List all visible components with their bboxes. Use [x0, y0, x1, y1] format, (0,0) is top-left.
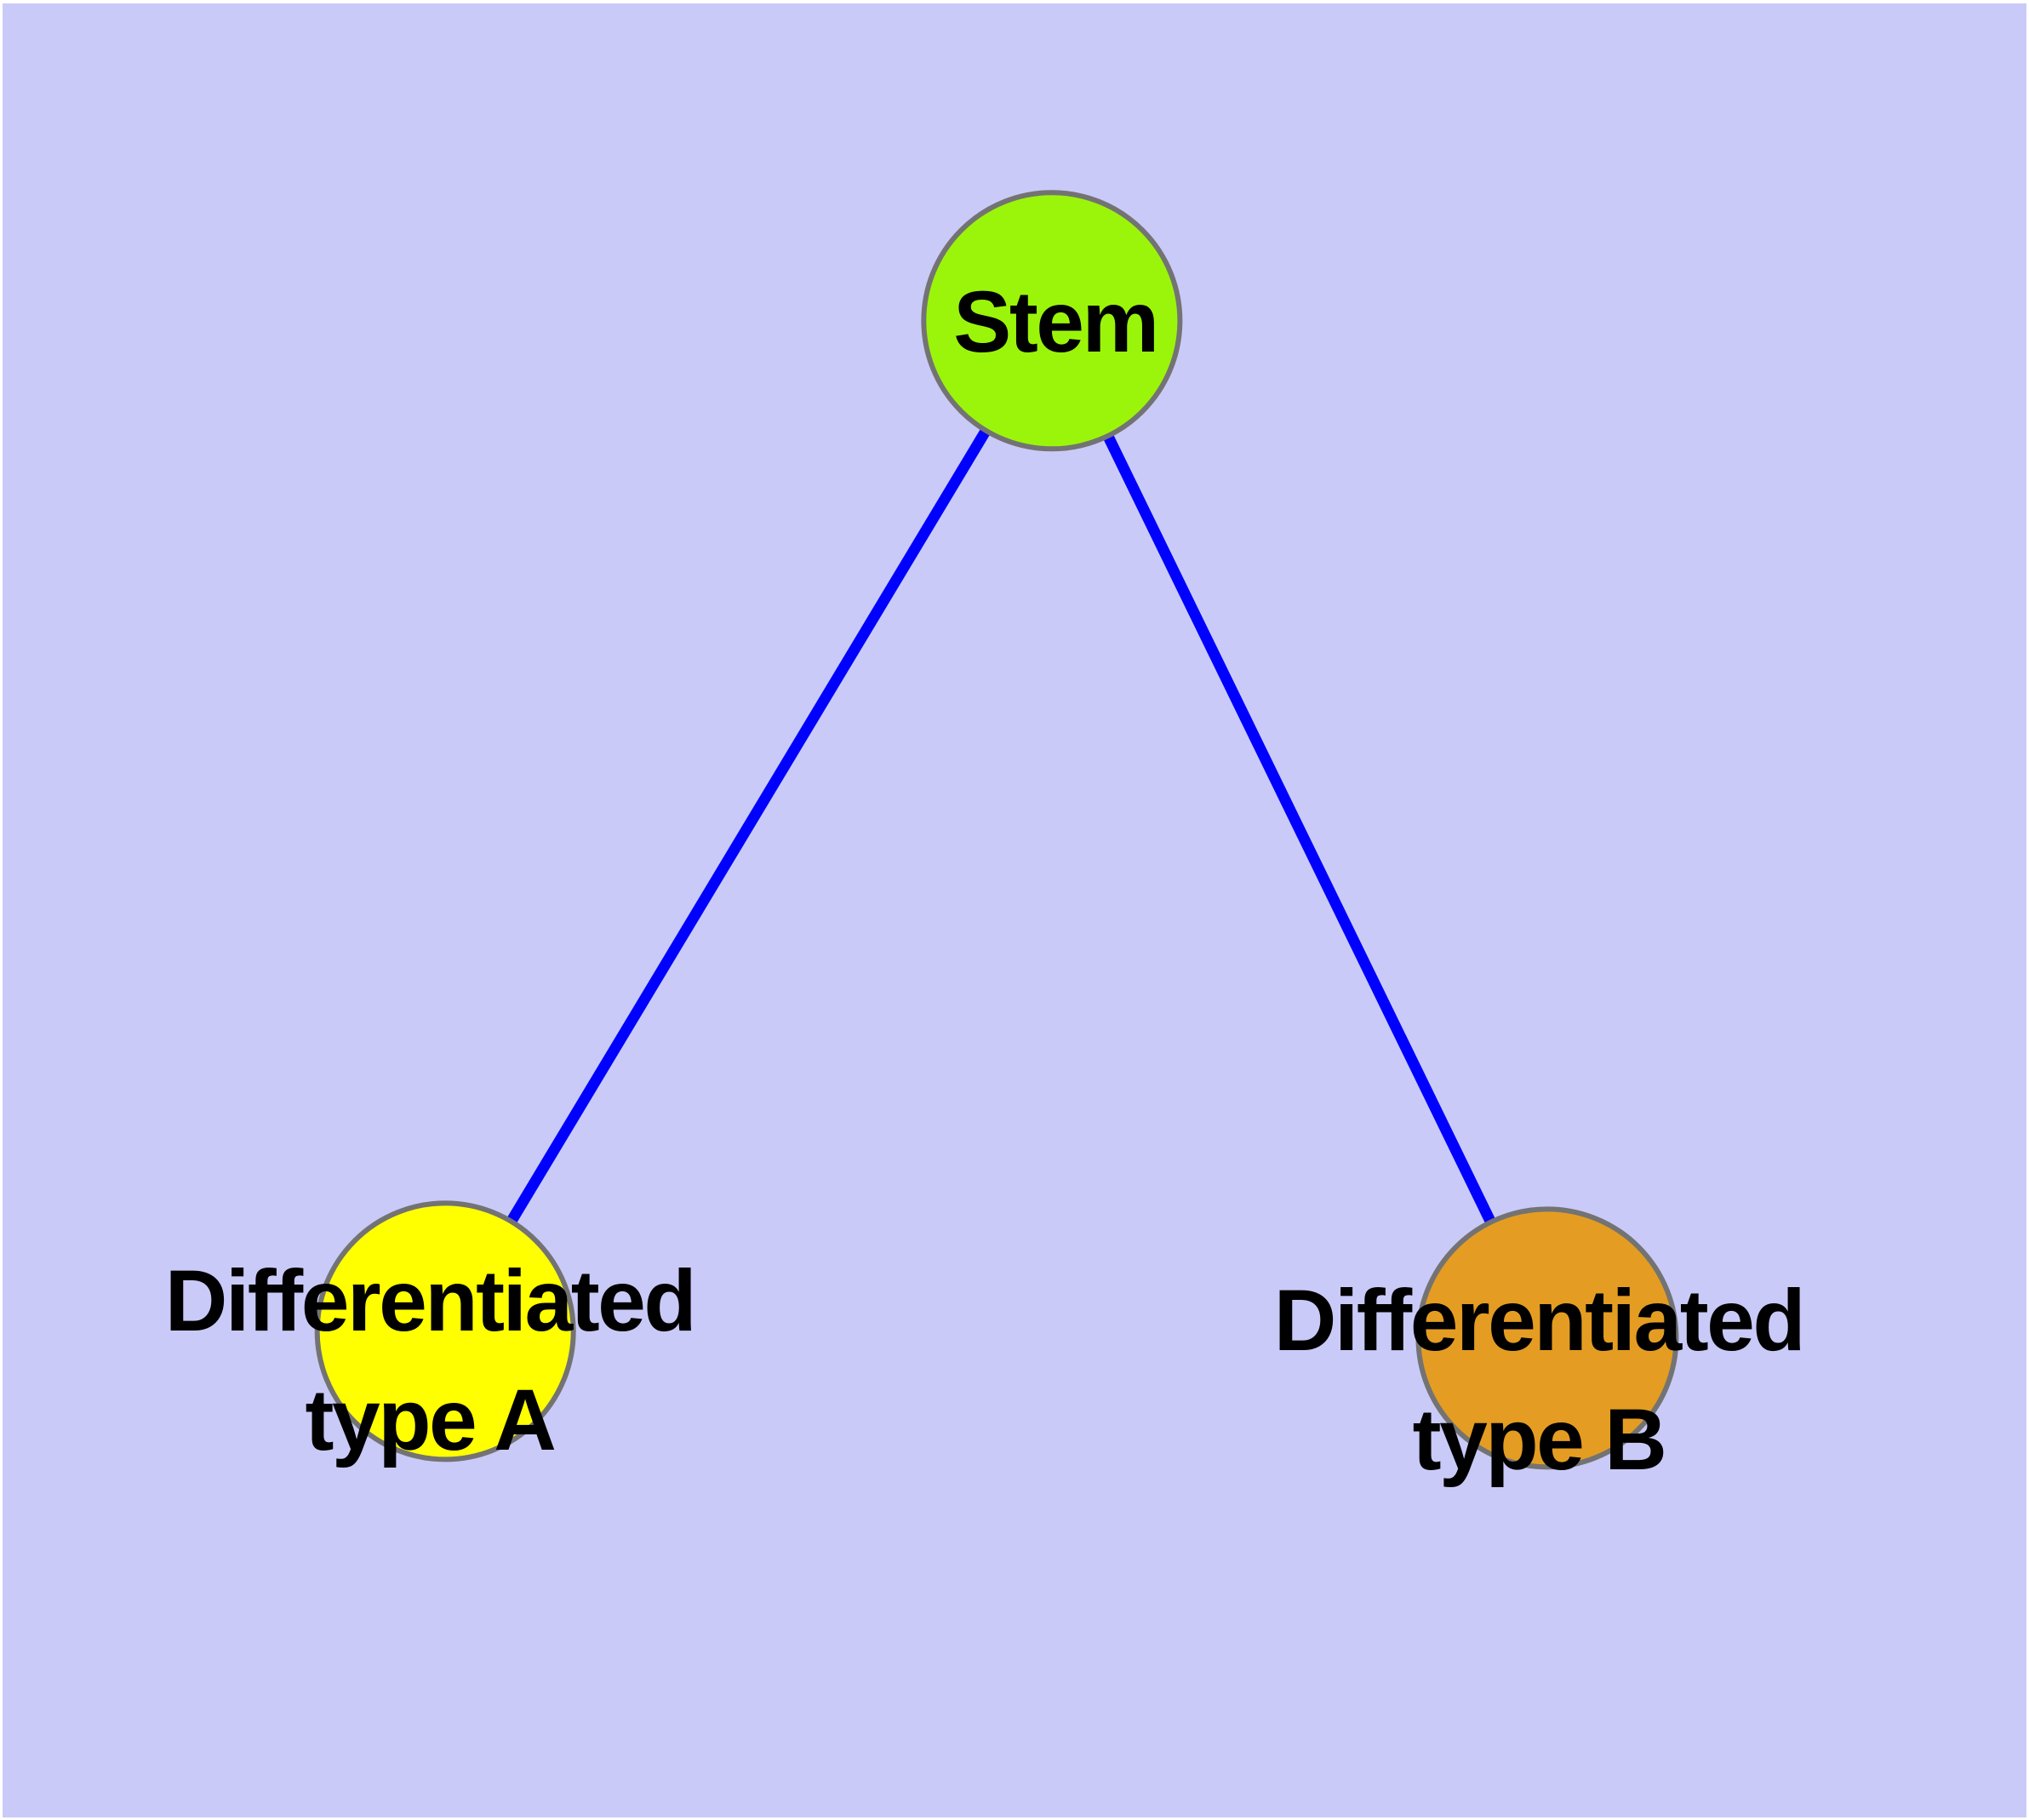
edge-stem-to-type-b [1047, 318, 1552, 1341]
type-a-node-label: Differentiated type A [164, 1241, 697, 1479]
edge-stem-to-type-a [440, 318, 1057, 1335]
stem-node-label-text: Stem [953, 273, 1159, 370]
type-b-node-label-line2: type B [1412, 1391, 1667, 1488]
type-b-node-circle [1415, 1206, 1679, 1470]
stem-node-label: Stem [953, 262, 1159, 381]
type-a-node-label-line2: type A [305, 1371, 557, 1468]
graph-svg [314, 190, 1679, 1470]
diagram-canvas: Stem Differentiated type A Differentiate… [3, 3, 2026, 1817]
type-a-node-circle [314, 1200, 576, 1462]
type-b-node-label-line1: Differentiated [1273, 1272, 1806, 1369]
stem-node-circle [921, 190, 1183, 452]
type-a-node-label-line1: Differentiated [164, 1252, 697, 1349]
type-b-node-label: Differentiated type B [1273, 1261, 1806, 1499]
